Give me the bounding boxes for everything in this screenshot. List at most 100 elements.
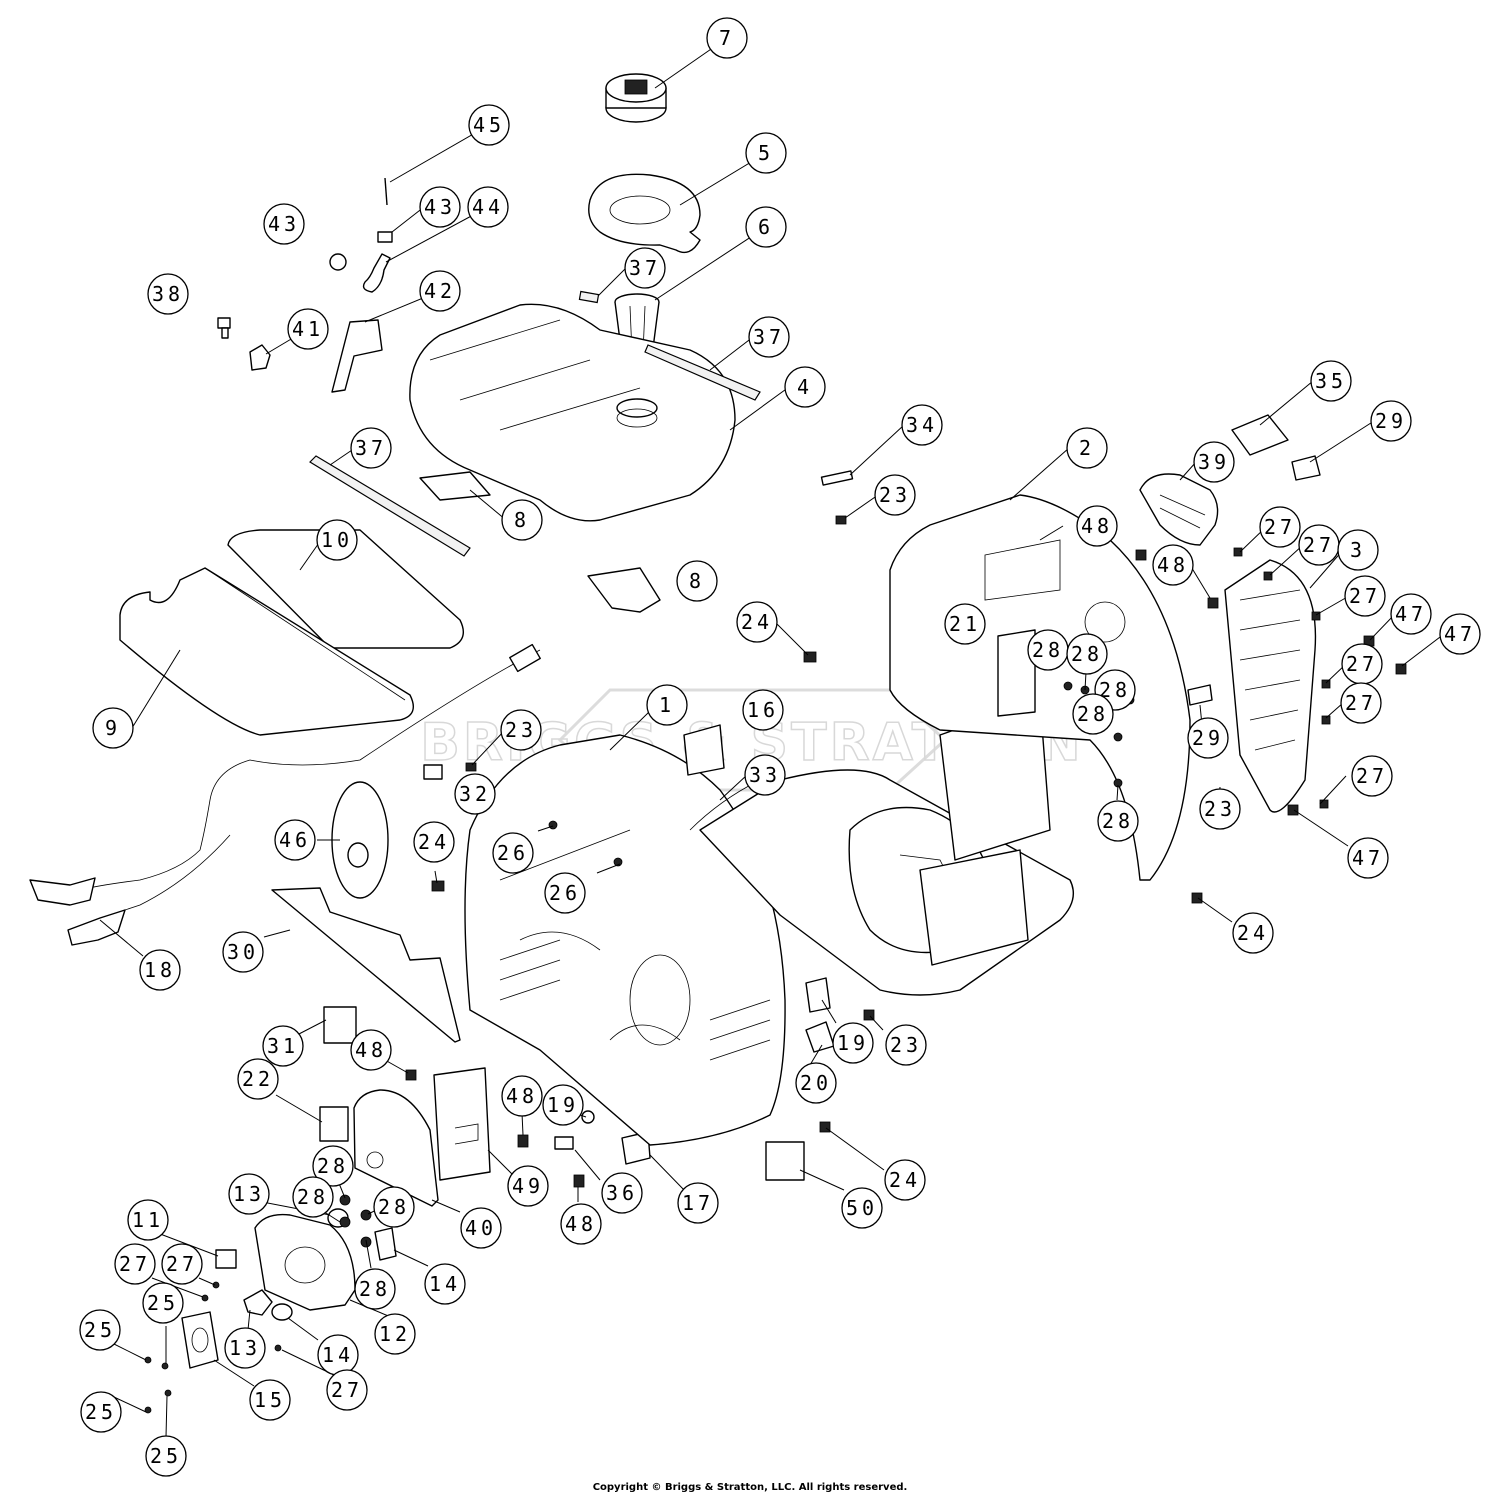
callout-28: 28 [1072, 693, 1114, 735]
spark-arrester-disc-part [331, 781, 389, 899]
svg-text:41: 41 [292, 317, 324, 341]
callout-37: 37 [350, 427, 392, 469]
clamp-part-2 [329, 253, 347, 271]
callout-1: 1 [646, 684, 688, 726]
svg-text:48: 48 [1157, 553, 1189, 577]
label-36-part [554, 1136, 574, 1150]
callout-27: 27 [114, 1243, 156, 1285]
socket-15-part [181, 1311, 219, 1369]
svg-text:47: 47 [1444, 622, 1476, 646]
vent-hose-part [362, 253, 391, 293]
callout-48: 48 [501, 1075, 543, 1117]
svg-text:49: 49 [512, 1174, 544, 1198]
callout-9: 9 [92, 707, 134, 749]
callout-37: 37 [748, 316, 790, 358]
svg-text:24: 24 [741, 610, 773, 634]
callout-8: 8 [501, 499, 543, 541]
callout-17: 17 [677, 1182, 719, 1224]
callout-39: 39 [1193, 441, 1235, 483]
callout-40: 40 [460, 1207, 502, 1249]
svg-text:36: 36 [606, 1181, 638, 1205]
svg-text:23: 23 [879, 483, 911, 507]
callout-24: 24 [413, 821, 455, 863]
callout-30: 30 [222, 931, 264, 973]
svg-text:32: 32 [459, 782, 491, 806]
nut-19-part [581, 1110, 595, 1124]
svg-text:4: 4 [797, 375, 813, 399]
callout-16: 16 [742, 689, 784, 731]
svg-text:47: 47 [1352, 846, 1384, 870]
svg-text:50: 50 [846, 1196, 878, 1220]
callout-28: 28 [354, 1268, 396, 1310]
svg-text:27: 27 [166, 1252, 198, 1276]
svg-text:47: 47 [1395, 602, 1427, 626]
svg-text:31: 31 [267, 1034, 299, 1058]
callout-4: 4 [784, 366, 826, 408]
outlet-14-part [374, 1227, 397, 1261]
svg-text:23: 23 [1204, 797, 1236, 821]
housing-shell-part [464, 734, 786, 1146]
box-16-part [683, 724, 725, 776]
callout-47: 47 [1347, 837, 1389, 879]
svg-text:27: 27 [119, 1252, 151, 1276]
insulation-sheet-9 [119, 567, 414, 736]
battery-cable-part [29, 643, 541, 946]
svg-text:46: 46 [279, 828, 311, 852]
callout-25: 25 [79, 1309, 121, 1351]
svg-text:24: 24 [418, 830, 450, 854]
svg-text:40: 40 [465, 1216, 497, 1240]
label-32-part [423, 764, 443, 780]
clip-part [384, 177, 388, 206]
svg-text:18: 18 [144, 958, 176, 982]
rubber-strip-a [644, 344, 761, 401]
callout-37: 37 [624, 247, 666, 289]
decal-35-part [1231, 414, 1289, 456]
callout-26: 26 [492, 832, 534, 874]
base-frame-part [699, 699, 1074, 996]
bolt-38-part [217, 317, 231, 339]
end-cover-grille-part [1224, 559, 1317, 813]
control-panel-part [353, 1089, 439, 1207]
callout-47: 47 [1439, 613, 1481, 655]
svg-text:8: 8 [689, 569, 705, 593]
callout-27: 27 [326, 1369, 368, 1411]
svg-text:23: 23 [890, 1033, 922, 1057]
svg-text:27: 27 [1264, 515, 1296, 539]
callout-29: 29 [1187, 717, 1229, 759]
svg-text:13: 13 [229, 1336, 261, 1360]
callout-26: 26 [544, 872, 586, 914]
svg-text:19: 19 [547, 1093, 579, 1117]
svg-text:16: 16 [747, 698, 779, 722]
svg-text:44: 44 [472, 195, 504, 219]
valve-fitting-part [249, 344, 271, 371]
svg-text:28: 28 [1102, 809, 1134, 833]
svg-text:7: 7 [719, 26, 735, 50]
svg-text:43: 43 [424, 195, 456, 219]
callout-31: 31 [262, 1025, 304, 1067]
svg-text:9: 9 [105, 716, 121, 740]
callout-28: 28 [1027, 629, 1069, 671]
callout-48: 48 [1152, 544, 1194, 586]
callout-27: 27 [1351, 755, 1393, 797]
callout-43: 43 [419, 186, 461, 228]
callout-23: 23 [874, 474, 916, 516]
part-drawings [29, 73, 1407, 1414]
svg-text:14: 14 [429, 1272, 461, 1296]
callout-5: 5 [745, 132, 787, 174]
svg-text:27: 27 [331, 1378, 363, 1402]
svg-text:26: 26 [549, 881, 581, 905]
svg-text:10: 10 [321, 528, 353, 552]
callout-27: 27 [1298, 524, 1340, 566]
callout-21: 21 [944, 603, 986, 645]
heat-shield-part [271, 887, 461, 1043]
callout-3: 3 [1337, 529, 1379, 571]
callout-11: 11 [127, 1199, 169, 1241]
svg-text:27: 27 [1346, 652, 1378, 676]
callout-10: 10 [316, 519, 358, 561]
svg-text:29: 29 [1375, 409, 1407, 433]
svg-text:28: 28 [1032, 638, 1064, 662]
callout-41: 41 [287, 308, 329, 350]
callout-28: 28 [373, 1186, 415, 1228]
callout-12: 12 [374, 1313, 416, 1355]
filter-cover-part [1139, 473, 1219, 546]
